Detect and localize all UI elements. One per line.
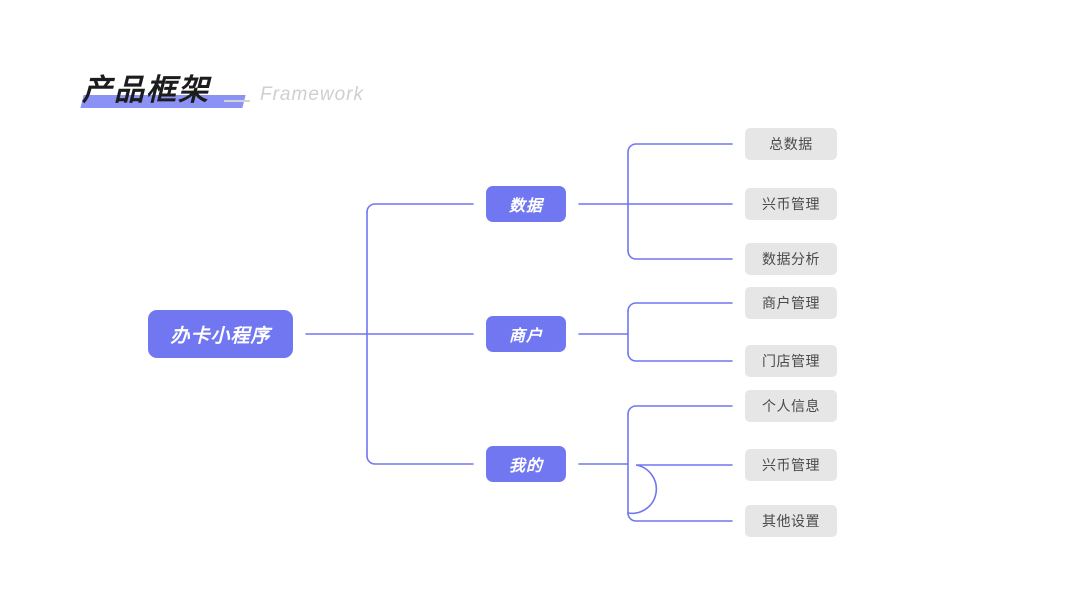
root-arm-2 <box>366 455 474 465</box>
title-dash-rule <box>224 100 250 102</box>
branch-node-label: 数据 <box>508 198 543 215</box>
branch3-arm-0 <box>627 405 733 415</box>
leaf-node-label: 兴币管理 <box>762 196 820 212</box>
leaf-node-2-1[interactable]: 商户管理 <box>745 287 837 319</box>
leaf-node-2-2[interactable]: 门店管理 <box>745 345 837 377</box>
leaf-node-1-1[interactable]: 总数据 <box>745 128 837 160</box>
leaf-node-label: 其他设置 <box>762 513 820 529</box>
branch3-arm-1 <box>627 464 733 515</box>
root-node[interactable]: 办卡小程序 <box>148 310 293 358</box>
leaf-node-1-2[interactable]: 兴币管理 <box>745 188 837 220</box>
leaf-node-3-1[interactable]: 个人信息 <box>745 390 837 422</box>
leaf-node-label: 商户管理 <box>762 295 820 311</box>
root-node-label: 办卡小程序 <box>170 325 271 347</box>
leaf-node-3-3[interactable]: 其他设置 <box>745 505 837 537</box>
leaf-node-label: 门店管理 <box>762 353 820 369</box>
branch-node-label: 商户 <box>508 328 543 345</box>
title-wrap: 产品框架 <box>80 73 246 108</box>
page-subtitle: Framework <box>260 84 365 105</box>
branch-node-3[interactable]: 我的 <box>486 446 566 482</box>
branch-node-1[interactable]: 数据 <box>486 186 566 222</box>
page-title-block: 产品框架 Framework <box>80 60 365 108</box>
branch2-arm-0 <box>627 302 733 312</box>
leaf-node-3-2[interactable]: 兴币管理 <box>745 449 837 481</box>
branch3-arm-2 <box>627 512 733 522</box>
branch1-arm-0 <box>627 143 733 153</box>
root-arm-0 <box>366 203 474 213</box>
leaf-node-label: 数据分析 <box>762 251 820 267</box>
leaf-node-label: 总数据 <box>769 136 813 152</box>
leaf-node-1-3[interactable]: 数据分析 <box>745 243 837 275</box>
branch-node-label: 我的 <box>508 458 543 475</box>
branch1-arm-2 <box>627 250 733 260</box>
branch2-arm-1 <box>627 352 733 362</box>
page-title: 产品框架 <box>82 73 210 107</box>
leaf-node-label: 个人信息 <box>762 398 820 414</box>
leaf-node-label: 兴币管理 <box>762 457 820 473</box>
branch-node-2[interactable]: 商户 <box>486 316 566 352</box>
